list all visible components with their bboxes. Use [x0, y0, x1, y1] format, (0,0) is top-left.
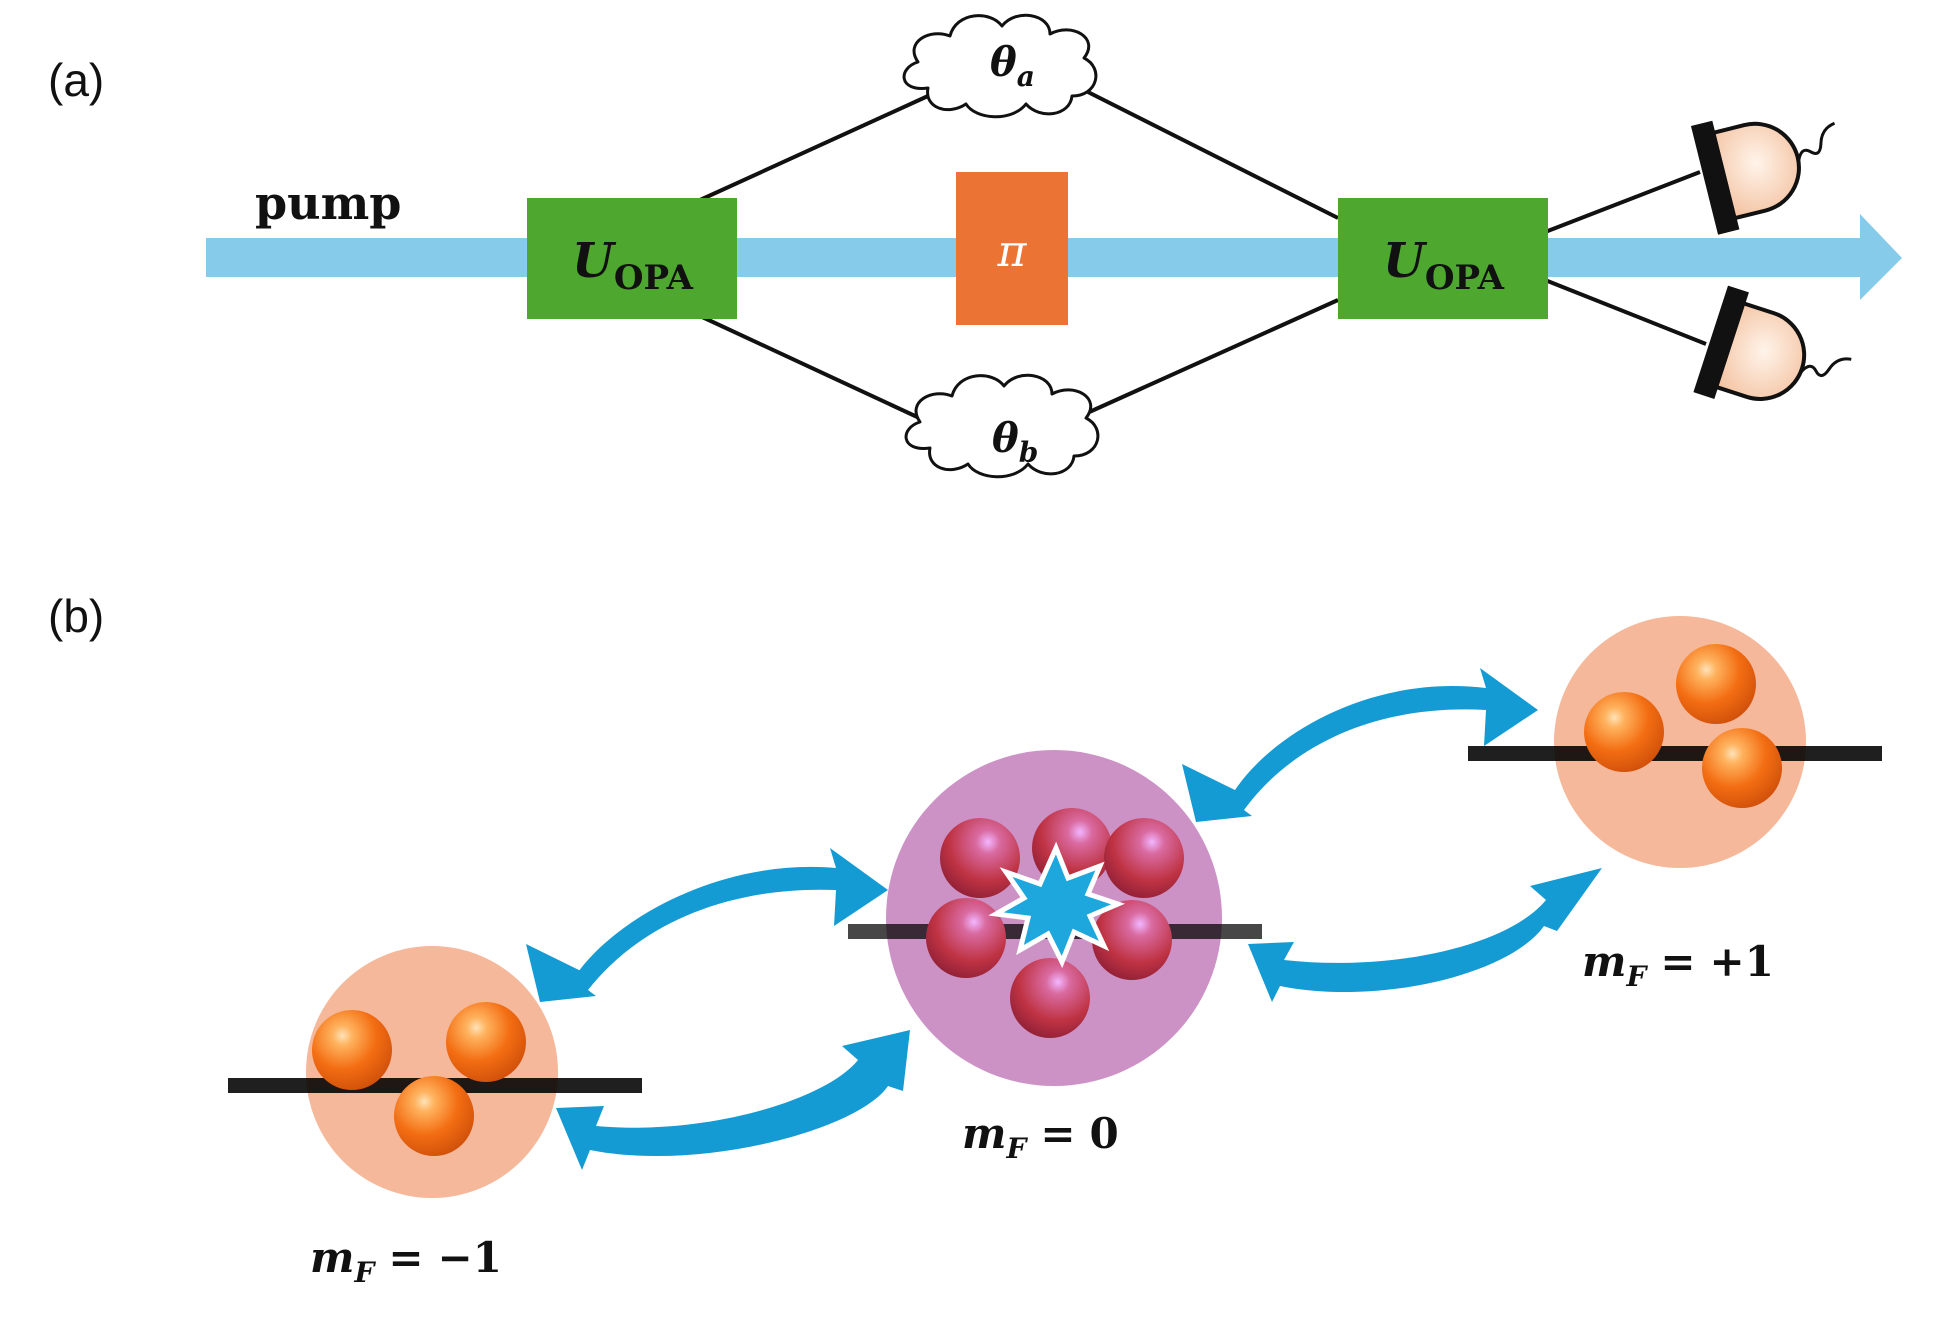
label-mf-minus1: mF=−1: [310, 1233, 502, 1289]
detector-icon: [1688, 90, 1856, 237]
arm-b-right: [1075, 298, 1339, 420]
phase-box-rect: [956, 172, 1068, 325]
theta-b-label: θb: [992, 415, 1038, 469]
double-arrow-icon: [1248, 868, 1602, 1002]
arrows: [526, 668, 1602, 1170]
opa-left-label: UOPA: [572, 233, 694, 298]
pump-label: pump: [255, 176, 401, 230]
atom-icon: [926, 898, 1006, 978]
atom-icon: [1584, 692, 1664, 772]
arrow-head-icon: [1860, 214, 1902, 300]
cloud-icon: [902, 13, 1098, 119]
atom-icon: [1702, 728, 1782, 808]
atom-icon: [1010, 958, 1090, 1038]
output-arm-upper: [1539, 170, 1701, 236]
cloud-icon: [904, 373, 1100, 479]
arm-a-left: [699, 94, 929, 202]
double-arrow-icon: [526, 848, 888, 1002]
arm-a-right: [1075, 84, 1339, 220]
opa-box-right: UOPA: [1338, 198, 1548, 319]
panel-b-label: (b): [48, 590, 104, 642]
opa-box-left-rect: [527, 198, 737, 319]
label-mf-0: mF=0: [962, 1109, 1119, 1165]
atoms-mf-plus1: [1584, 644, 1782, 808]
burst-icon: [988, 841, 1126, 969]
panel-b: (b): [48, 590, 1882, 1289]
detector-icon: [1691, 283, 1864, 438]
atom-icon: [1092, 900, 1172, 980]
opa-box-left: UOPA: [527, 198, 737, 319]
level-line-mf-plus1: [1468, 746, 1882, 761]
phase-box: π: [956, 172, 1068, 325]
theta-b-cloud: θb: [904, 373, 1100, 479]
label-mf-plus1: mF=+1: [1582, 937, 1774, 993]
arm-b-left: [699, 314, 929, 424]
atom-icon: [312, 1010, 392, 1090]
theta-a-label: θa: [990, 39, 1035, 93]
atoms-mf-minus1: [312, 1002, 526, 1156]
panel-a: (a) pump UOPA UOPA: [48, 13, 1902, 479]
atom-icon: [394, 1076, 474, 1156]
atom-icon: [446, 1002, 526, 1082]
panel-a-label: (a): [48, 54, 104, 106]
double-arrow-icon: [1182, 668, 1538, 822]
atom-icon: [1104, 818, 1184, 898]
atom-icon: [1676, 644, 1756, 724]
atom-icon: [940, 818, 1020, 898]
opa-right-label: UOPA: [1383, 233, 1505, 298]
output-arm-lower: [1539, 276, 1707, 346]
interferometer-arms: [699, 84, 1707, 424]
opa-box-right-rect: [1338, 198, 1548, 319]
double-arrow-icon: [556, 1030, 910, 1170]
theta-a-cloud: θa: [902, 13, 1098, 119]
phase-label: π: [997, 226, 1028, 277]
